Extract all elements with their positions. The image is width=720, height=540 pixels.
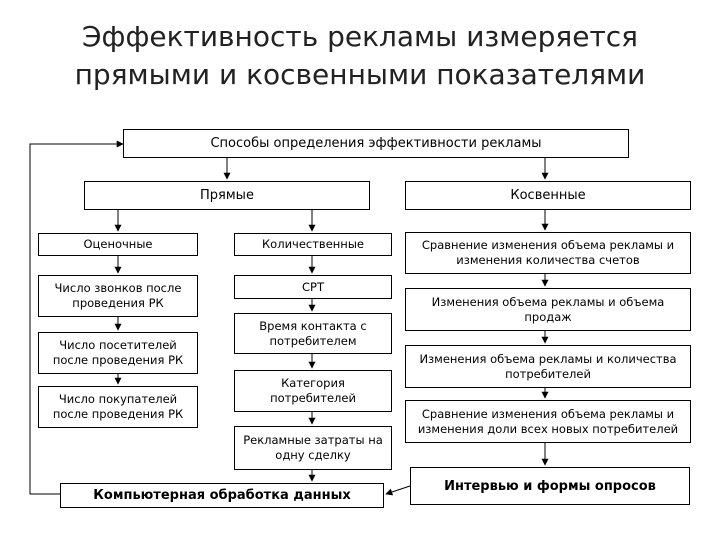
interview-box: Интервью и формы опросов [410,467,690,505]
computer-processing-box: Компьютерная обработка данных [60,483,384,508]
arrow-feedback-loop [29,140,124,495]
ind1-box: Сравнение изменения объема рекламы и изм… [405,232,691,274]
buyers-box: Число покупателей после проведения РК [38,386,198,428]
cpt-box: CPT [234,275,392,299]
ind4-box: Сравнение изменения объема рекламы и изм… [405,400,691,443]
costs-box: Рекламные затраты на одну сделку [234,426,392,470]
root-box: Способы определения эффективности реклам… [123,129,629,158]
quantitative-box: Количественные [234,233,392,256]
ind3-box: Изменения объема рекламы и количества по… [405,345,691,388]
ind2-box: Изменения объема рекламы и объема продаж [405,288,691,331]
indirect-box: Косвенные [405,181,691,210]
calls-box: Число звонков после проведения РК [38,275,198,317]
arrow-interview-computer [385,485,411,496]
slide-title: Эффективность рекламы измеряется прямыми… [74,20,646,91]
contact-time-box: Время контакта с потребителем [234,313,392,354]
evaluative-box: Оценочные [38,233,198,256]
visitors-box: Число посетителей после проведения РК [38,332,198,374]
category-box: Категория потребителей [234,370,392,412]
direct-box: Прямые [84,181,370,210]
